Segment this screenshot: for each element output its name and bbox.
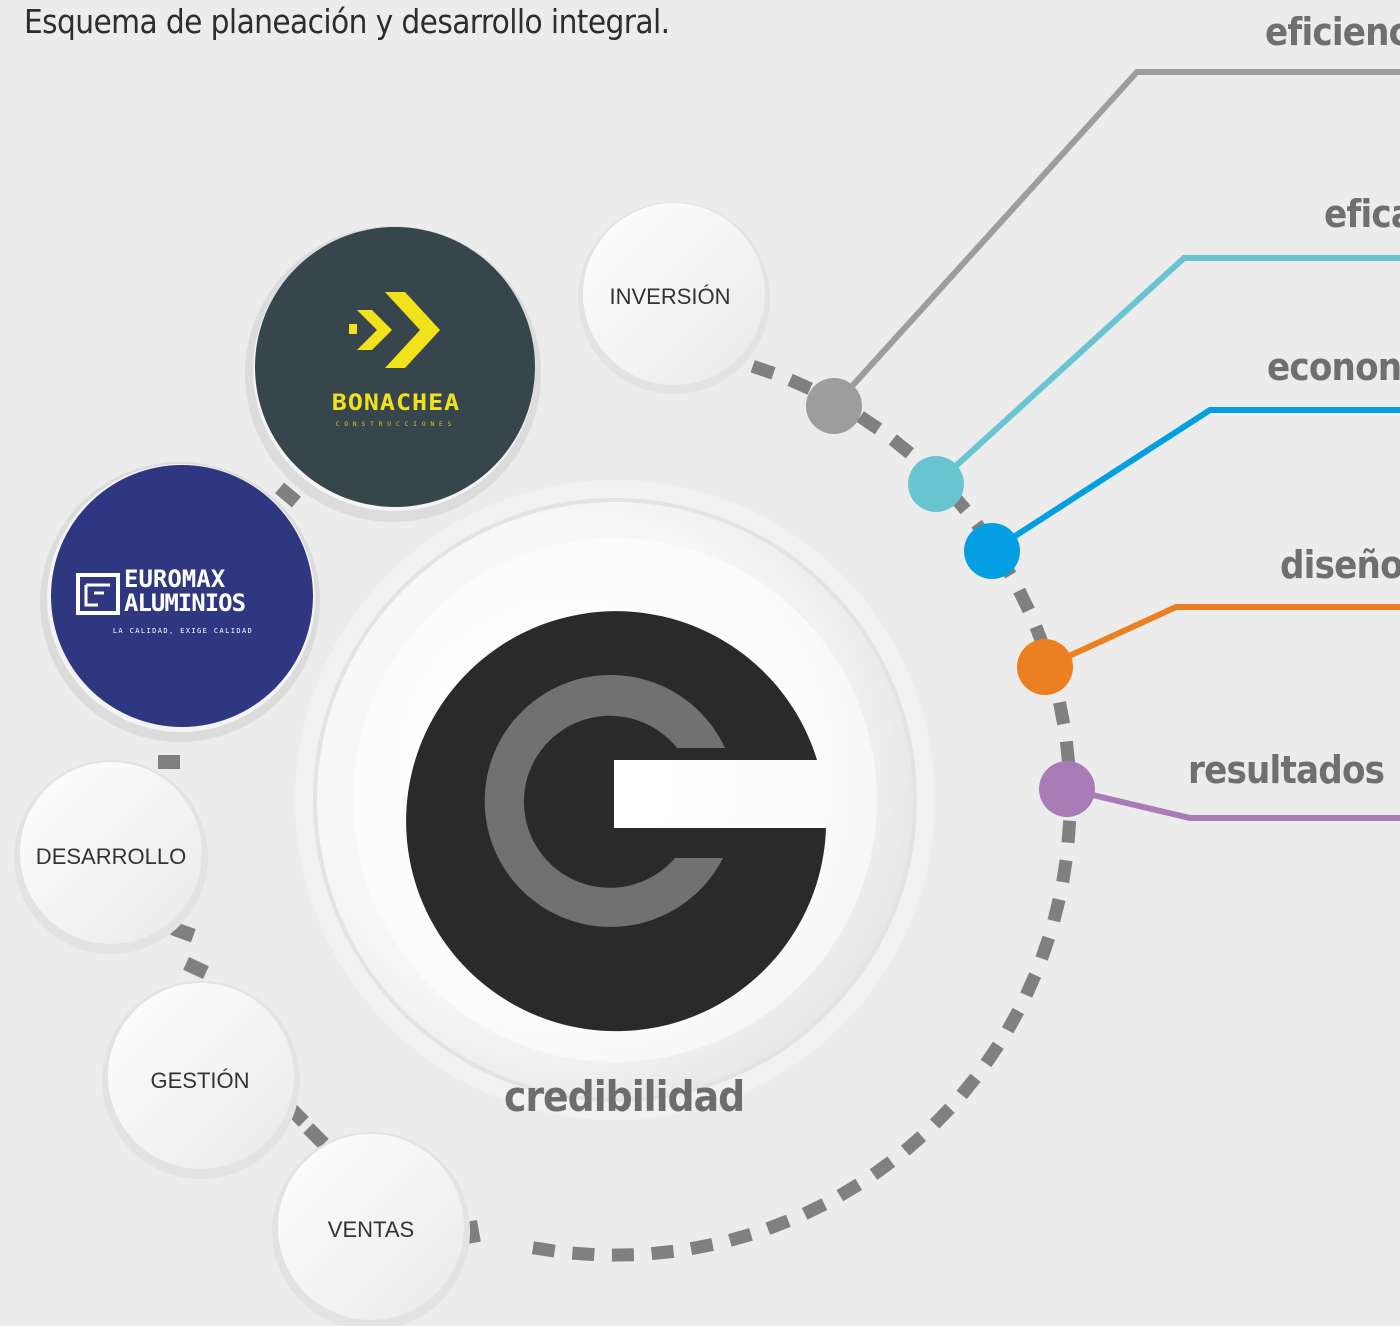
- arc-dash: [1013, 587, 1035, 614]
- arc-dash: [787, 373, 813, 395]
- dashed-arc: [158, 343, 1095, 1262]
- stage-label-gestion: GESTIÓN: [150, 1068, 250, 1093]
- partner-bonachea: [245, 226, 541, 522]
- arc-dash: [650, 1244, 675, 1261]
- arc-dash: [929, 1103, 955, 1129]
- arc-dash: [956, 1073, 981, 1099]
- connector-line: [1066, 786, 1400, 821]
- arc-dash: [801, 1198, 828, 1220]
- arc-dash: [1056, 859, 1073, 884]
- attribute-node: [964, 523, 1020, 579]
- attribute-eficacia: efica: [1324, 192, 1400, 236]
- attribute-node: [1039, 761, 1095, 817]
- attribute-connectors: [831, 69, 1400, 821]
- attribute-economia: econon: [1267, 345, 1400, 389]
- arc-dash: [869, 1156, 896, 1180]
- arc-dash: [1020, 972, 1042, 998]
- chain-dash: [303, 1123, 329, 1149]
- arc-dash: [750, 360, 776, 380]
- arc-dash: [1053, 701, 1071, 726]
- arc-dash: [611, 1248, 635, 1262]
- chain-dash: [158, 755, 180, 769]
- bonachea-chevron-icon: [349, 292, 440, 368]
- arc-dash: [765, 1214, 791, 1235]
- euromax-name-line1: EUROMAX: [124, 565, 226, 593]
- stage-bubbles: [14, 202, 770, 1326]
- stage-label-inversion: INVERSIÓN: [609, 284, 731, 309]
- arc-dash: [1035, 935, 1055, 961]
- connector-line: [933, 255, 1400, 487]
- bonachea-tagline: CONSTRUCCIONES: [335, 421, 457, 428]
- chain-dash: [275, 482, 301, 508]
- arc-dash: [1061, 820, 1077, 844]
- arc-dash: [856, 411, 883, 435]
- arc-dash: [888, 434, 914, 459]
- connector-line: [990, 407, 1400, 554]
- attribute-node: [908, 456, 964, 512]
- page-title: Esquema de planeación y desarrollo integ…: [24, 2, 670, 41]
- arc-dash: [1059, 740, 1076, 765]
- arc-dash: [980, 1041, 1004, 1068]
- connector-line: [1043, 604, 1400, 670]
- partner-euromax: [40, 462, 320, 742]
- center-label: credibilidad: [504, 1072, 745, 1121]
- arc-dash: [1001, 1007, 1025, 1034]
- center-emblem: [295, 480, 935, 1120]
- attribute-node: [806, 378, 862, 434]
- arc-dash: [728, 1228, 753, 1247]
- bonachea-name: BONACHEA: [331, 389, 461, 416]
- g-logo-icon: [406, 611, 826, 1032]
- arc-dash: [531, 1241, 556, 1258]
- attribute-eficiencia: eficienc: [1265, 10, 1400, 54]
- stage-label-ventas: VENTAS: [327, 1217, 415, 1242]
- arc-dash: [571, 1246, 595, 1262]
- arc-dash: [1047, 897, 1066, 923]
- chain-dash: [183, 957, 209, 979]
- stage-label-desarrollo: DESARROLLO: [35, 844, 187, 869]
- arc-dash: [689, 1238, 714, 1256]
- connector-line: [831, 69, 1400, 409]
- euromax-tagline: LA CALIDAD, EXIGE CALIDAD: [112, 627, 254, 635]
- arc-dash: [900, 1131, 927, 1156]
- euromax-box-icon: [76, 573, 120, 615]
- attribute-diseno: diseño: [1280, 543, 1400, 587]
- attribute-resultados: resultados: [1188, 748, 1385, 792]
- arc-dash: [836, 1178, 863, 1202]
- attribute-node: [1017, 639, 1073, 695]
- euromax-name-line2: ALUMINIOS: [124, 589, 246, 617]
